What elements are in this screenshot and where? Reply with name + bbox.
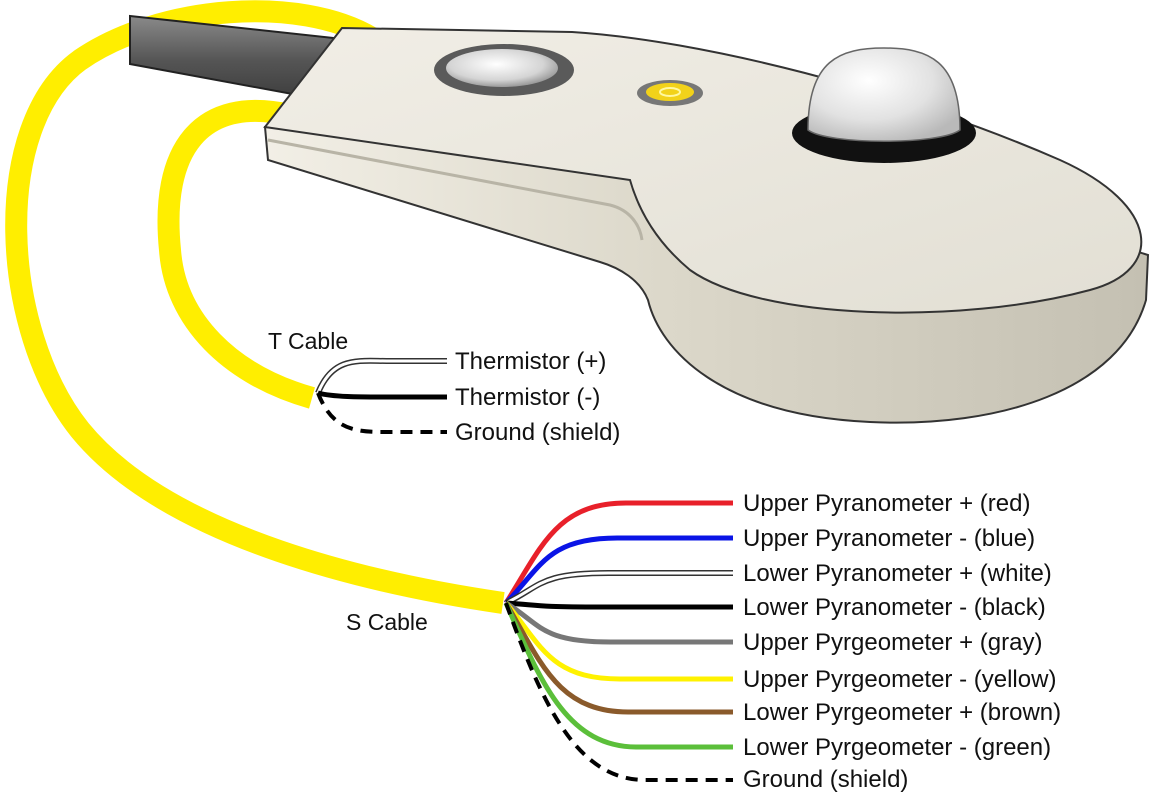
s-wire-label-ground: Ground (shield): [743, 766, 908, 793]
s-wire-label-lower-pyranometer-plus: Lower Pyranometer + (white): [743, 560, 1052, 587]
t-wire-label-ground: Ground (shield): [455, 419, 620, 446]
s-wire-3: [505, 600, 733, 610]
bubble-icon: [659, 87, 681, 97]
t-wire-0: [316, 359, 447, 394]
t-wire-0-outline: [315, 357, 447, 395]
s-wire-5: [504, 601, 733, 682]
instrument-body-top: [263, 26, 1143, 314]
s-wire-1: [504, 535, 733, 605]
s-wire-label-upper-pyranometer-plus: Upper Pyranometer + (red): [743, 490, 1030, 517]
t-wire-2: [316, 392, 447, 434]
dome: [807, 47, 961, 142]
t-cable-wires: [315, 357, 447, 434]
t-cable-jacket: [157, 100, 316, 409]
s-cable-jacket: [5, 0, 505, 614]
s-wire-label-lower-pyranometer-minus: Lower Pyranometer - (black): [743, 594, 1046, 621]
s-wire-label-lower-pyrgeometer-minus: Lower Pyrgeometer - (green): [743, 734, 1051, 761]
t-wire-label-thermistor-minus: Thermistor (-): [455, 384, 600, 411]
lens-window: [446, 49, 558, 87]
s-wire-label-lower-pyrgeometer-plus: Lower Pyrgeometer + (brown): [743, 699, 1061, 726]
t-wire-1: [317, 390, 447, 400]
t-wire-label-thermistor-plus: Thermistor (+): [455, 348, 606, 375]
s-wire-8: [504, 602, 733, 782]
t-cable-label: T Cable: [268, 328, 348, 354]
s-wire-2-outline: [504, 570, 733, 606]
s-wire-4: [504, 600, 733, 645]
s-wire-label-upper-pyranometer-minus: Upper Pyranometer - (blue): [743, 525, 1035, 552]
s-wire-2: [505, 571, 733, 605]
body-groove: [267, 138, 644, 241]
s-wire-0: [503, 500, 733, 605]
s-wire-label-upper-pyrgeometer-minus: Upper Pyrgeometer - (yellow): [743, 666, 1056, 693]
bubble-level: [646, 83, 694, 101]
s-wire-6: [503, 601, 733, 715]
s-cable-label: S Cable: [346, 609, 428, 635]
s-wire-7: [503, 601, 733, 750]
s-wire-label-upper-pyrgeometer-plus: Upper Pyrgeometer + (gray): [743, 629, 1042, 656]
s-cable-wires: [503, 500, 733, 782]
